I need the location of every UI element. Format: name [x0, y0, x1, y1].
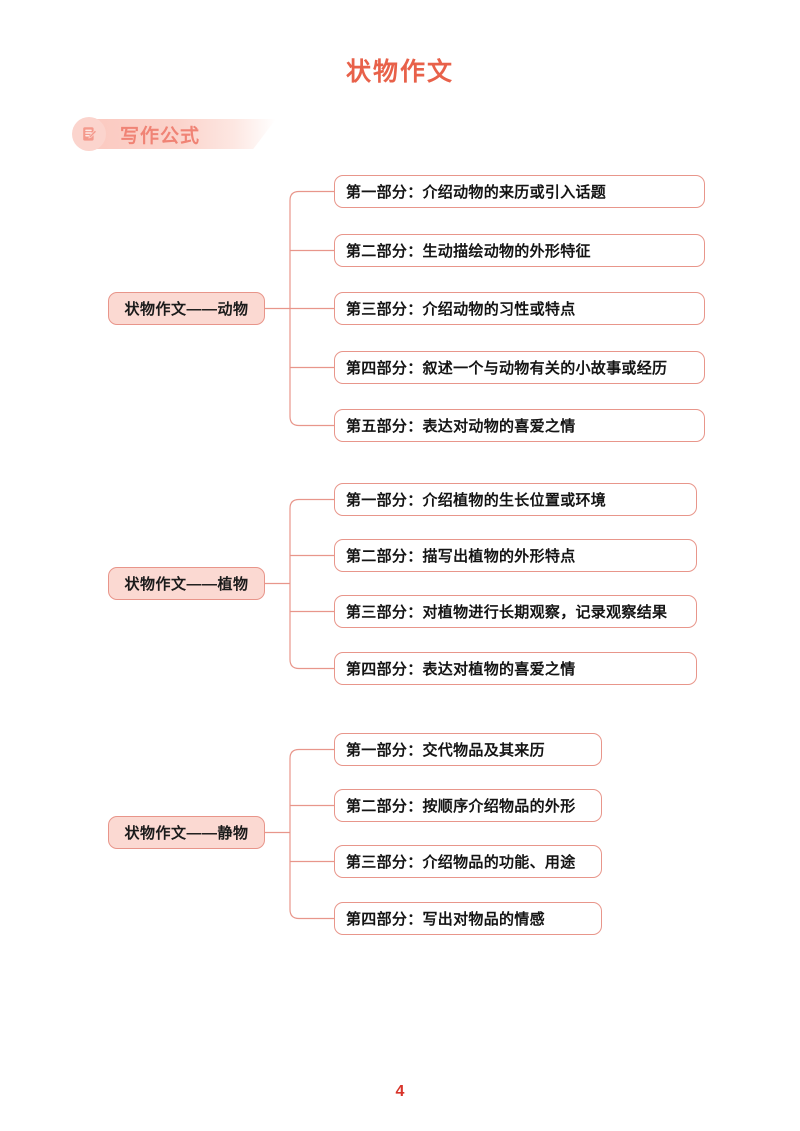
badge-label: 写作公式: [120, 125, 201, 147]
mindmap-leaf-node[interactable]: 第二部分：按顺序介绍物品的外形: [334, 789, 602, 822]
mindmap-leaf-node[interactable]: 第一部分：交代物品及其来历: [334, 733, 602, 766]
page-number: 4: [395, 1083, 405, 1100]
document-pencil-icon: [72, 117, 106, 151]
mindmap-leaf-node[interactable]: 第一部分：介绍动物的来历或引入话题: [334, 175, 705, 208]
section-badge: 写作公式: [72, 117, 276, 151]
mindmap-root-node[interactable]: 状物作文——静物: [108, 816, 265, 849]
badge-banner: [86, 119, 276, 149]
mindmap-leaf-node[interactable]: 第四部分：叙述一个与动物有关的小故事或经历: [334, 351, 705, 384]
mindmap-leaf-node[interactable]: 第二部分：生动描绘动物的外形特征: [334, 234, 705, 267]
mindmap-leaf-node[interactable]: 第四部分：写出对物品的情感: [334, 902, 602, 935]
mindmap-leaf-node[interactable]: 第五部分：表达对动物的喜爱之情: [334, 409, 705, 442]
mindmap-leaf-node[interactable]: 第一部分：介绍植物的生长位置或环境: [334, 483, 697, 516]
mindmap-root-node[interactable]: 状物作文——植物: [108, 567, 265, 600]
mindmap-leaf-node[interactable]: 第二部分：描写出植物的外形特点: [334, 539, 697, 572]
mindmap-leaf-node[interactable]: 第三部分：介绍物品的功能、用途: [334, 845, 602, 878]
connector-line: [289, 748, 334, 920]
page-title: 状物作文: [345, 58, 454, 86]
mindmap-leaf-node[interactable]: 第三部分：介绍动物的习性或特点: [334, 292, 705, 325]
mindmap-leaf-node[interactable]: 第四部分：表达对植物的喜爱之情: [334, 652, 697, 685]
mindmap-root-node[interactable]: 状物作文——动物: [108, 292, 265, 325]
mindmap-leaf-node[interactable]: 第三部分：对植物进行长期观察，记录观察结果: [334, 595, 697, 628]
